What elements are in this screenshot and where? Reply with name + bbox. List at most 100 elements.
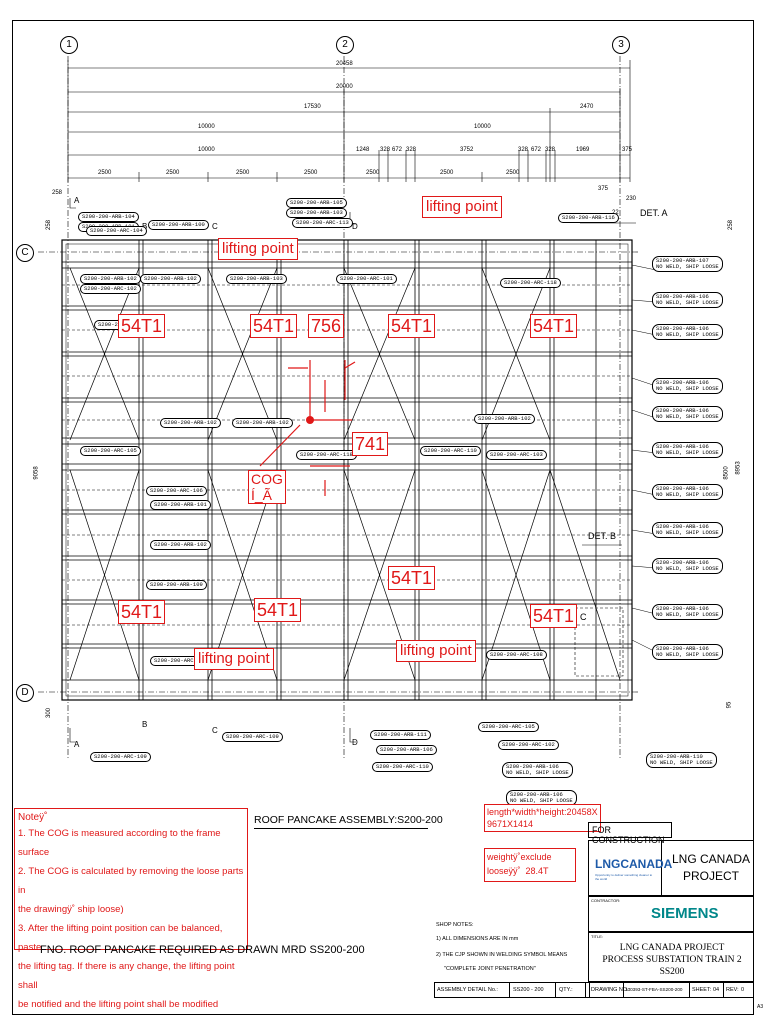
member-tag: S200-200-ARC-118	[500, 278, 561, 288]
dim-672-b: 672	[531, 147, 542, 153]
section-mark-b: B	[142, 720, 148, 729]
member-tag: S200-200-ARB-102	[150, 540, 211, 550]
assembly-value: SS200 - 200	[513, 987, 544, 993]
grid-bubble-2: 2	[336, 36, 354, 54]
assembly-label: ASSEMBLY DETAIL No.:	[437, 987, 498, 993]
dim-left-300: 300	[46, 707, 53, 719]
note-line: the drawingÿ˚ ship loose)	[18, 904, 124, 915]
drawing-label: DRAWING NO.:	[591, 987, 631, 993]
cog-label: COG Í_Ã	[248, 470, 286, 504]
dim-left-9058: 9058	[33, 466, 40, 480]
note-line: 2. The COG is calculated by removing the…	[18, 866, 244, 896]
rev-label: REV:	[726, 987, 739, 993]
siemens-logo: SIEMENS	[651, 905, 719, 922]
sheet-size: A3	[757, 1004, 764, 1010]
section-mark-c: C	[212, 726, 218, 735]
weight-tag: 54T1	[530, 314, 578, 338]
title-label: TITLE:	[591, 934, 604, 939]
cell-divider	[585, 983, 586, 997]
member-tag: S200-200-ARB-104	[78, 212, 139, 222]
weight-tag: 54T1	[388, 566, 436, 590]
dim-2500: 2500	[440, 170, 454, 176]
qty-label: QTY.:	[559, 987, 573, 993]
member-tag: S200-200-ARC-109	[222, 732, 283, 742]
title-line: PROCESS SUBSTATION TRAIN 2	[602, 955, 742, 965]
dim-1969: 1969	[576, 147, 590, 153]
dim-2500: 2500	[506, 170, 520, 176]
dim-258: 258	[52, 190, 63, 196]
logo-tagline: Opportunity to deliver something cleaner…	[595, 873, 653, 881]
drawing-sheet	[12, 20, 754, 1015]
shop-notes-line: 2) THE CJP SHOWN IN WELDING SYMBOL MEANS	[436, 952, 568, 958]
dim-230: 230	[626, 196, 637, 202]
member-tag: S200-200-ARB-102	[80, 274, 141, 284]
rev-value: 0	[741, 987, 745, 993]
member-tag: S200-200-ARB-109	[146, 580, 207, 590]
note-line: be notified and the lifting point shall …	[18, 999, 219, 1010]
section-mark-a: A	[74, 196, 80, 205]
drawing-value: 100393-ST-FBA-SS200-200	[625, 987, 683, 992]
dim-10000-c: 10000	[198, 147, 215, 153]
contractor-block: CONTRACTOR: SIEMENS	[588, 896, 754, 932]
dim-left-258: 258	[46, 219, 53, 231]
section-mark-a: A	[74, 740, 80, 749]
dim-375-b: 375	[598, 186, 609, 192]
for-construction-box: FOR CONSTRUCTION	[588, 822, 672, 845]
dim-overall: 20458	[336, 61, 353, 67]
client-block: LNGCANADA Opportunity to deliver somethi…	[588, 840, 754, 896]
member-tag: S200-200-ARB-103	[286, 208, 347, 218]
member-tag: S200-200-ARB-102	[232, 418, 293, 428]
notes-title: Noteÿ˚	[18, 812, 48, 823]
cell-divider	[589, 983, 590, 997]
title-block-bottom-row: ASSEMBLY DETAIL No.: SS200 - 200 QTY.: D…	[434, 982, 754, 998]
shop-notes-line: "COMPLETE JOINT PENETRATION"	[444, 966, 536, 972]
member-tag: S200-200-ARB-103	[226, 274, 287, 284]
weight-box: weightÿ˚exclude looseÿÿ˚ 28.4T	[484, 848, 576, 882]
size-box: length*width*height:20458X 9671X1414	[484, 804, 601, 832]
grid-bubble-3: 3	[612, 36, 630, 54]
section-mark-d: D	[352, 222, 358, 231]
dim-2500: 2500	[98, 170, 112, 176]
underlay-title: FNO. ROOF PANCAKE REQUIRED AS DRAWN MRD …	[40, 944, 365, 956]
title-cell: TITLE: LNG CANADA PROJECT PROCESS SUBSTA…	[588, 932, 754, 982]
dim-2500: 2500	[166, 170, 180, 176]
dim-1248: 1248	[356, 147, 370, 153]
member-tag: S200-200-ARB-101	[150, 500, 211, 510]
dim-2500: 2500	[304, 170, 318, 176]
grid-bubble-1: 1	[60, 36, 78, 54]
grid-bubble-d: D	[16, 684, 34, 702]
notes-box: Noteÿ˚ 1. The COG is measured according …	[14, 808, 248, 1010]
lifting-point-label: lifting point	[218, 238, 298, 260]
weight-tag: 54T1	[254, 598, 302, 622]
cog-dim-y: 741	[352, 432, 389, 456]
assembly-title-underline	[254, 828, 428, 829]
weight-tag: 54T1	[118, 314, 166, 338]
member-tag: S200-200-ARC-101	[336, 274, 397, 284]
dim-328-c: 328	[518, 147, 529, 153]
dim-20000: 20000	[336, 84, 353, 90]
member-tag: S200-200-ARC-102	[80, 284, 141, 294]
cell-divider	[509, 983, 510, 997]
member-tag: S200-200-ARC-106	[146, 486, 207, 496]
dim-375-a: 375	[622, 147, 633, 153]
weight-tag: 54T1	[118, 600, 166, 624]
dim-right-8953: 8953	[735, 461, 742, 475]
cell-divider	[555, 983, 556, 997]
dim-right-95: 95	[726, 701, 733, 709]
member-tag: S200-200-ARB-102	[474, 414, 535, 424]
note-line: 3. After the lifting point position can …	[18, 923, 223, 953]
shop-notes-line: 1) ALL DIMENSIONS ARE IN mm	[436, 936, 519, 942]
member-tag: S200-200-ARC-108	[486, 650, 547, 660]
lifting-point-label: lifting point	[396, 640, 476, 662]
